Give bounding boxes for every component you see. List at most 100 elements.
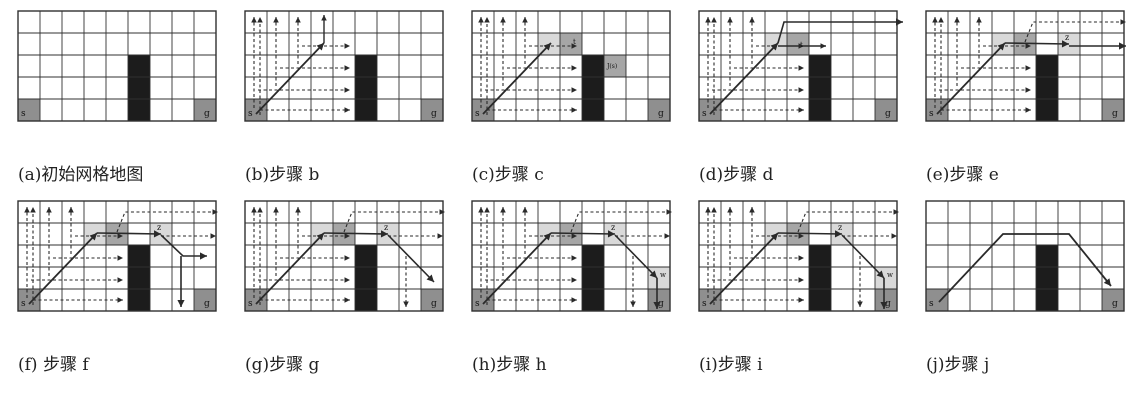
horizontal-scan-arrow-head	[798, 277, 804, 283]
horizontal-scan-arrow-head	[798, 65, 804, 71]
grid-frame	[925, 200, 1125, 312]
dashed-path-arrow-head	[439, 209, 445, 215]
horizontal-scan-arrow-head	[344, 277, 350, 283]
grid-frame	[698, 10, 898, 122]
start-cell	[699, 289, 721, 311]
goal-label: g	[885, 109, 891, 119]
horizontal-scan-arrow-head	[798, 107, 804, 113]
diagonal-scan-arrow-head	[876, 270, 884, 278]
forced-neighbor-cell	[560, 33, 582, 55]
vertical-scan-arrow-head	[295, 207, 301, 213]
horizontal-scan-arrow-head	[344, 107, 350, 113]
goal-cell	[421, 99, 443, 121]
horizontal-scan-arrow-head	[344, 255, 350, 261]
start-cell	[18, 289, 40, 311]
diagonal-path-arrow-head	[316, 233, 324, 241]
start-label: s	[929, 109, 934, 119]
vertical-scan-arrow-head	[484, 207, 490, 213]
final-path-arrow-head	[1103, 278, 1111, 286]
diagonal-scan-arrow-head	[426, 274, 434, 282]
obstacle-block	[1036, 55, 1058, 121]
panel-caption: (h)步骤 h	[472, 355, 547, 375]
vertical-scan-arrow-head	[478, 17, 484, 23]
dashed-path-arrow	[116, 211, 218, 233]
diagonal-scan-arrow-head	[649, 270, 657, 278]
path-arrow-head	[834, 230, 842, 238]
diagonal-path-arrow	[482, 232, 552, 305]
start-label: s	[248, 299, 253, 309]
vertical-scan-arrow-head	[727, 207, 733, 213]
open-cell	[875, 267, 897, 289]
vertical-scan-arrow-head	[727, 17, 733, 23]
diagonal-path-arrow-head	[543, 43, 551, 51]
horizontal-scan-arrow-head	[117, 277, 123, 283]
dashed-path-arrow-head	[212, 209, 218, 215]
path-arrow	[777, 232, 843, 235]
horizontal-scan-arrow-head	[571, 107, 577, 113]
grid-frame	[698, 200, 898, 312]
vertical-scan-arrow-head	[630, 301, 636, 307]
obstacle-block	[1036, 245, 1058, 311]
obstacle-block	[809, 55, 831, 121]
start-cell	[245, 289, 267, 311]
goal-label: g	[204, 109, 210, 119]
vertical-scan-arrow-head	[177, 300, 185, 307]
diagonal-path-arrow-head	[997, 43, 1005, 51]
path-arrow-head	[653, 302, 661, 309]
panel-caption: (c)步骤 c	[472, 165, 544, 185]
goal-cell	[875, 99, 897, 121]
obstacle-block	[582, 245, 604, 311]
horizontal-scan-arrow-head	[571, 233, 577, 239]
panel-caption: (i)步骤 i	[699, 355, 763, 375]
path-arrow-head	[1061, 40, 1069, 48]
panel-caption: (a)初始网格地图	[18, 165, 144, 185]
path-arrow-head	[153, 230, 161, 238]
forced-neighbor-cell	[604, 55, 626, 77]
goal-cell	[1102, 99, 1124, 121]
horizontal-scan-arrow-head	[891, 233, 897, 239]
obstacle-block	[355, 245, 377, 311]
diagonal-path-arrow-head	[316, 43, 324, 51]
vertical-scan-arrow-head	[484, 17, 490, 23]
node-label-z: z	[1065, 33, 1069, 42]
diagonal-path-arrow	[709, 232, 779, 305]
horizontal-scan-arrow-head	[798, 297, 804, 303]
goal-cell	[421, 289, 443, 311]
vertical-scan-arrow-head	[954, 17, 960, 23]
horizontal-scan-arrow-head	[117, 255, 123, 261]
goal-cell	[875, 289, 897, 311]
diagonal-scan-arrow	[614, 234, 658, 279]
vertical-scan-arrow-head	[257, 17, 263, 23]
diagonal-path-arrow	[255, 42, 325, 115]
grid-frame	[17, 200, 217, 312]
vertical-scan-arrow-head	[976, 17, 982, 23]
obstacle-block	[582, 55, 604, 121]
grid-frame	[244, 200, 444, 312]
horizontal-scan-arrow-head	[571, 87, 577, 93]
path-arrow-head	[380, 230, 388, 238]
dashed-path-arrow-head	[893, 209, 899, 215]
horizontal-scan-arrow-head	[664, 233, 670, 239]
start-cell	[699, 99, 721, 121]
panel-caption: (g)步骤 g	[245, 355, 320, 375]
horizontal-scan-arrow-head	[798, 255, 804, 261]
vertical-scan-arrow-head	[403, 301, 409, 307]
node-label-z: z	[384, 223, 388, 232]
start-label: s	[475, 299, 480, 309]
node-label-w: w	[660, 271, 666, 279]
dashed-path-arrow	[797, 211, 899, 233]
vertical-scan-arrow-head	[24, 207, 30, 213]
horizontal-scan-arrow-head	[571, 277, 577, 283]
panel-caption: (b)步骤 b	[245, 165, 320, 185]
node-label-z: z	[611, 223, 615, 232]
horizontal-scan-arrow-head	[1025, 43, 1031, 49]
